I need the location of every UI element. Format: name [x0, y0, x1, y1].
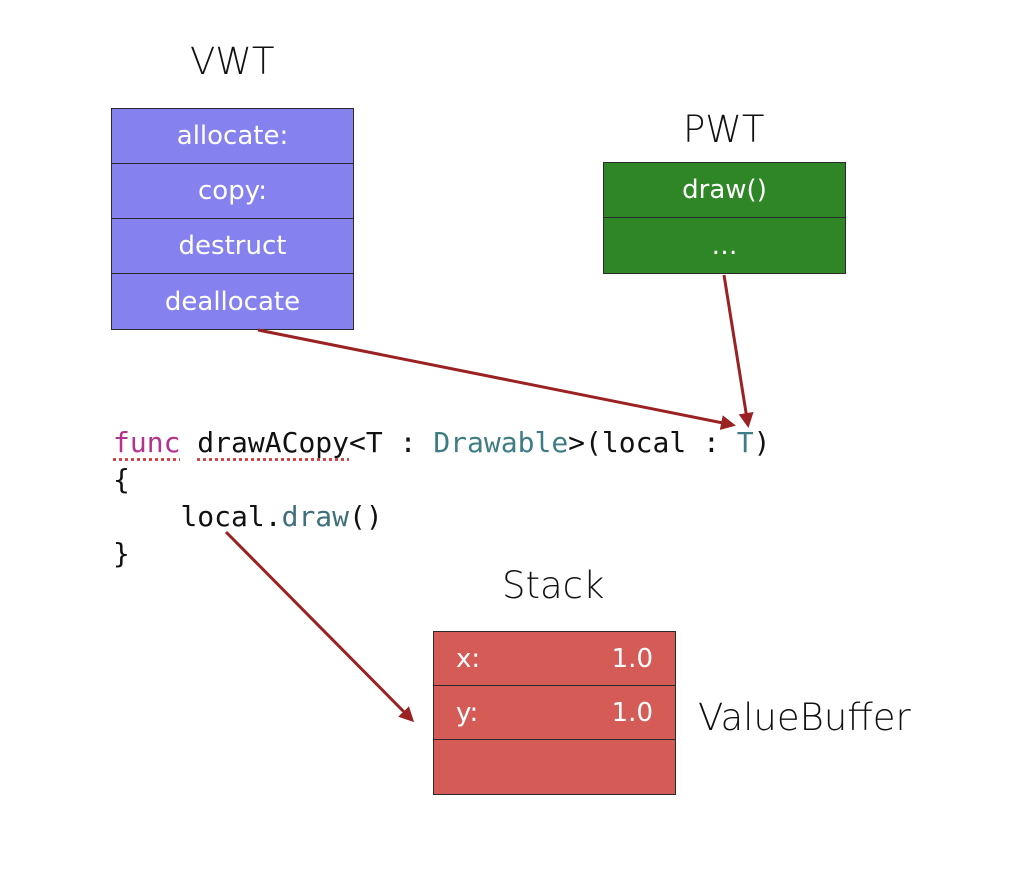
arrow-pwt-to-param	[722, 274, 754, 428]
code-protocol-name: Drawable	[433, 426, 569, 459]
vwt-title: VWT	[190, 40, 275, 83]
code-call-parens: ()	[349, 500, 383, 533]
vwt-table: allocate: copy: destruct deallocate	[111, 108, 354, 330]
stack-title: Stack	[502, 564, 605, 607]
pwt-title: PWT	[683, 108, 765, 151]
vwt-row-allocate: allocate:	[112, 109, 353, 164]
code-keyword-func: func	[113, 426, 181, 459]
arrow-local-to-stack	[224, 530, 415, 723]
arrow-vwt-to-param	[257, 328, 736, 431]
vwt-row-destruct: destruct	[112, 219, 353, 274]
code-function-name: drawACopy	[197, 426, 350, 459]
code-generic-open: <T :	[349, 426, 434, 459]
code-param-type: T	[736, 426, 754, 459]
code-receiver: local.	[180, 500, 282, 533]
pwt-row-draw: draw()	[604, 163, 845, 218]
code-method-draw: draw	[281, 500, 350, 533]
code-snippet: func drawACopy<T : Drawable>(local : T) …	[113, 424, 770, 572]
code-close-brace: }	[113, 537, 130, 570]
stack-row-x: x: 1.0	[434, 632, 675, 686]
stack-row-y-label: y:	[456, 697, 479, 728]
vwt-row-copy: copy:	[112, 164, 353, 219]
code-params-open: >(local :	[568, 426, 737, 459]
vwt-row-deallocate: deallocate	[164, 286, 301, 317]
stack-row-y: y: 1.0	[434, 686, 675, 740]
code-open-brace: {	[113, 463, 130, 496]
stack-row-y-value: 1.0	[611, 697, 653, 728]
pwt-row-ellipsis: …	[711, 230, 738, 261]
stack-row-x-label: x:	[456, 643, 481, 674]
value-buffer-label: ValueBuffer	[698, 696, 911, 739]
pwt-table: draw() …	[603, 162, 846, 274]
stack-table: x: 1.0 y: 1.0	[433, 631, 676, 795]
code-params-close: )	[753, 426, 771, 459]
stack-row-x-value: 1.0	[611, 643, 653, 674]
